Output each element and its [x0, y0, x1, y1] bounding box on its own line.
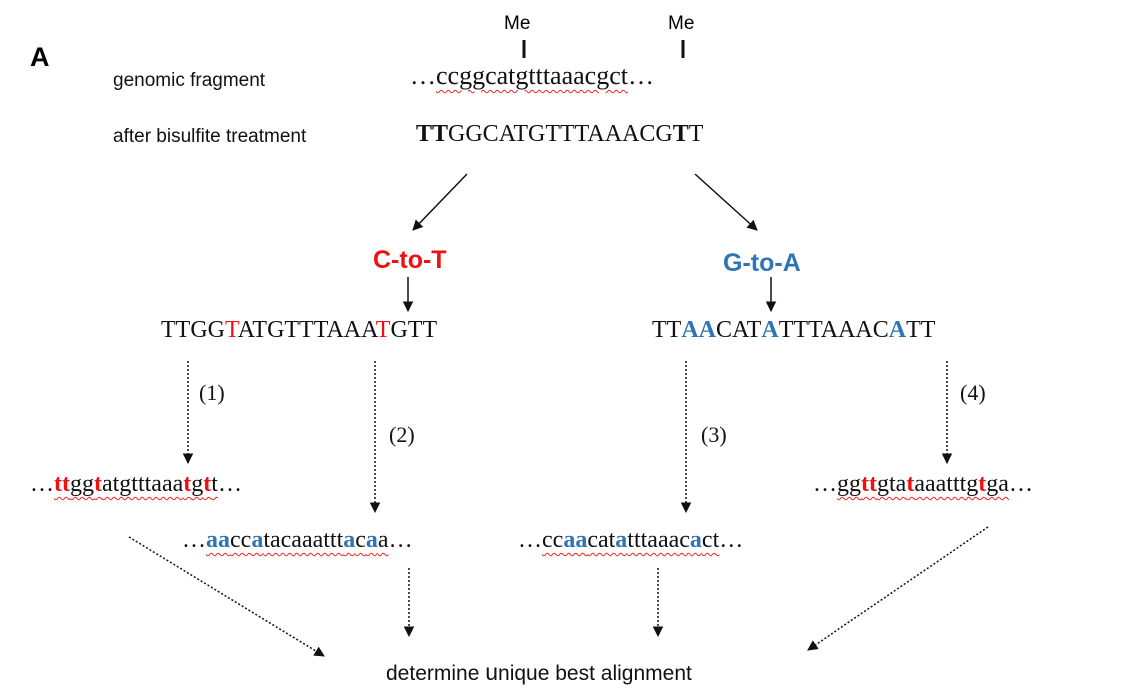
ref4-part-2: aaatttg — [914, 471, 979, 497]
ref2-ellipsis-left: … — [182, 527, 206, 553]
reference-sequence-1: …ttggtatgtttaaatgtt… — [30, 471, 242, 498]
reference-sequence-3: …ccaacatatttaaacact… — [518, 527, 743, 554]
ref1-ellipsis-right: … — [217, 471, 242, 497]
c-to-t-sequence: TTGGTATGTTTAAATGTT — [161, 317, 437, 344]
ref4-ellipsis-left: … — [813, 471, 837, 497]
ga-part-1: TT — [652, 317, 682, 343]
reference-sequence-2: …aaccatacaaatttacaa… — [182, 527, 413, 554]
ref4-highlight-3: t — [978, 471, 987, 497]
ref3-ellipsis-left: … — [518, 527, 542, 553]
genomic-bases: ccggcatgtttaaacgct — [436, 61, 628, 90]
ref4-part-1: gta — [876, 471, 907, 497]
arrow-to-c-to-t — [412, 173, 468, 231]
ref3-highlight-1: aa — [563, 527, 588, 553]
ref2-part-4: a — [377, 527, 389, 553]
ct-part-2: ATGTTTAAA — [237, 317, 376, 343]
ct-highlight-2: T — [375, 317, 391, 343]
bisulfite-end: T — [688, 121, 704, 147]
ref3-highlight-2: a — [615, 527, 628, 553]
methyl-mark-2: Me — [668, 13, 695, 34]
ref3-part-3: ct — [701, 527, 720, 553]
ga-part-4: TT — [906, 317, 936, 343]
ref2-highlight-1: aa — [206, 527, 230, 553]
converted-base: T — [672, 121, 689, 147]
ref2-ellipsis-right: … — [388, 527, 413, 553]
methyl-mark-1: Me — [504, 13, 531, 34]
result-letter-u: u — [485, 659, 499, 685]
panel-label: A — [30, 42, 50, 72]
ref1-highlight-3: t — [183, 471, 192, 497]
ref1-part-3: g — [191, 471, 204, 497]
ref4-highlight-2: t — [906, 471, 915, 497]
step-label-3: (3) — [701, 422, 727, 447]
ref4-ellipsis-right: … — [1008, 471, 1033, 497]
ref3-highlight-3: a — [689, 527, 702, 553]
ga-part-3: TTTAAAC — [778, 317, 889, 343]
ref4-part-3: ga — [986, 471, 1009, 497]
ct-part-1: TTGG — [161, 317, 225, 343]
best-alignment-label: determine unique best alignment — [386, 659, 692, 686]
ref4-highlight-1: tt — [861, 471, 877, 497]
converted-bases-start: TT — [416, 121, 449, 147]
ct-highlight-1: T — [224, 317, 238, 343]
genomic-fragment-label: genomic fragment — [113, 70, 266, 91]
ref3-part-1: cat — [587, 527, 616, 553]
genomic-sequence: …ccggcatgtttaaacgct… — [410, 61, 654, 91]
step-label-2: (2) — [389, 422, 415, 447]
ga-highlight-1: AA — [681, 317, 716, 343]
ref1-highlight-2: t — [93, 471, 102, 497]
ref2-part-1: cc — [230, 527, 252, 553]
ellipsis-left: … — [410, 61, 436, 90]
ref1-highlight-1: tt — [54, 471, 70, 497]
ref4-part-0: gg — [837, 471, 861, 497]
reference-sequence-4: …ggttgtataaatttgtga… — [813, 471, 1033, 498]
ref2-highlight-3: a — [343, 527, 356, 553]
ref3-part-2: tttaaac — [627, 527, 690, 553]
ref3-part-0: cc — [542, 527, 564, 553]
dotted-arrow-ref4-to-result — [807, 526, 989, 651]
ref1-part-2: atgtttaaa — [101, 471, 184, 497]
ref1-part-4: t — [211, 471, 218, 497]
bisulfite-label: after bisulfite treatment — [113, 126, 307, 147]
result-rest: nique best alignment — [498, 662, 692, 685]
ref3-ellipsis-right: … — [719, 527, 744, 553]
g-to-a-sequence: TTAACATATTTAAACATT — [652, 317, 935, 344]
ref1-part-1: gg — [69, 471, 94, 497]
ref1-ellipsis-left: … — [30, 471, 54, 497]
arrow-to-g-to-a — [694, 173, 758, 231]
bisulfite-sequence: TTGGCATGTTTAAACGTT — [416, 121, 703, 148]
dotted-arrow-ref1-to-result — [128, 536, 325, 657]
ref2-part-2: tacaaattt — [263, 527, 344, 553]
c-to-t-label: C-to-T — [373, 246, 447, 274]
step-label-1: (1) — [199, 380, 225, 405]
ga-highlight-2: A — [761, 317, 779, 343]
ref2-part-3: c — [355, 527, 366, 553]
ellipsis-right: … — [627, 61, 654, 90]
step-label-4: (4) — [960, 380, 986, 405]
ga-part-2: CAT — [716, 317, 762, 343]
ga-highlight-3: A — [888, 317, 907, 343]
ref2-highlight-4: a — [365, 527, 378, 553]
g-to-a-label: G-to-A — [723, 249, 801, 277]
ct-part-3: GTT — [390, 317, 438, 343]
ref1-highlight-4: t — [203, 471, 212, 497]
ref2-highlight-2: a — [251, 527, 264, 553]
bisulfite-middle: GGCATGTTTAAACG — [448, 121, 673, 147]
result-word-determine: determine — [386, 662, 480, 685]
